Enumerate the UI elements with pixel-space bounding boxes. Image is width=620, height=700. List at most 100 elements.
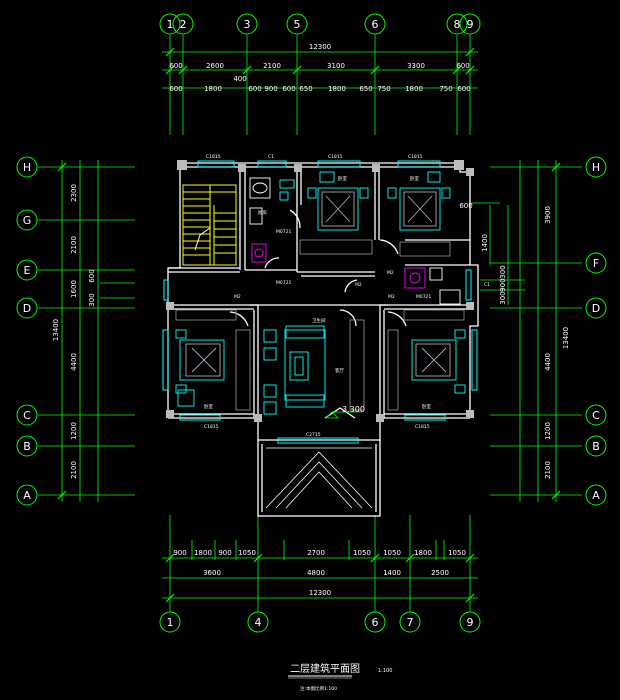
axis-label: 7 <box>407 616 414 629</box>
door-label: M2 <box>387 270 394 276</box>
dim: 650 <box>359 85 372 93</box>
axis-label: 5 <box>294 18 301 31</box>
room-labels: 卧室 卧室 卧室 卧室 厨房 客厅 卫生间 <box>204 175 431 410</box>
dimensions-left: 13400 2300 2100 1600 4400 1200 2100 600 … <box>52 184 96 479</box>
dimensions-bottom: 900 1800 900 1050 2700 1050 1050 1800 10… <box>173 549 466 597</box>
dim: 400 <box>233 75 246 83</box>
dim: 1800 <box>405 85 423 93</box>
axis-label: 6 <box>372 18 379 31</box>
dim: 3300 <box>407 62 425 70</box>
windows <box>162 160 478 444</box>
dim: 1050 <box>353 549 371 557</box>
dim: 3100 <box>327 62 345 70</box>
door-label: M0721 <box>416 294 431 300</box>
door-labels: M0721 M0721 M2 M2 M2 M0721 M2 <box>234 229 431 300</box>
room-label: 卫生间 <box>312 317 326 324</box>
axis-label: 2 <box>180 18 187 31</box>
axis-label: H <box>592 161 600 174</box>
dim: 4400 <box>70 353 78 371</box>
dim: 900 <box>264 85 277 93</box>
window-label: C2715 <box>306 432 321 438</box>
door-label: M2 <box>355 282 362 288</box>
dim: 600 <box>88 269 96 282</box>
dim: 600 <box>248 85 261 93</box>
window-label: C1815 <box>204 424 219 430</box>
dim: 750 <box>439 85 452 93</box>
dim: 2100 <box>70 461 78 479</box>
dim: 4400 <box>544 353 552 371</box>
dim: 1400 <box>481 234 489 252</box>
axis-label: 1 <box>167 616 174 629</box>
dim: 2300 <box>70 184 78 202</box>
dim: 1800 <box>194 549 212 557</box>
axis-label: C <box>592 409 600 422</box>
room-label: 厨房 <box>258 209 267 216</box>
dim: 2500 <box>431 569 449 577</box>
room-label: 卧室 <box>204 403 213 410</box>
axis-label: D <box>23 302 31 315</box>
axis-label: A <box>592 489 600 502</box>
dim: 1600 <box>70 280 78 298</box>
axis-label: 3 <box>244 18 251 31</box>
porch-roof <box>265 447 373 509</box>
door-label: M0721 <box>276 229 291 235</box>
dim: 900 <box>218 549 231 557</box>
dim: 4800 <box>307 569 325 577</box>
furniture <box>175 171 466 415</box>
axis-label: 8 <box>454 18 461 31</box>
axis-label: 9 <box>467 616 474 629</box>
window-label: C1815 <box>408 154 423 160</box>
room-label: 卧室 <box>410 175 419 182</box>
axis-label: A <box>23 489 31 502</box>
axis-label: 4 <box>255 616 262 629</box>
dim: 1800 <box>328 85 346 93</box>
dim: 2700 <box>307 549 325 557</box>
axis-bubbles-bottom: 1 4 6 7 9 <box>159 611 481 633</box>
dim: 900 <box>499 278 507 291</box>
dim: 300 <box>499 291 507 304</box>
dim: 600 <box>282 85 295 93</box>
dim: 1800 <box>414 549 432 557</box>
dim-total: 13400 <box>52 319 60 341</box>
dim: 1400 <box>383 569 401 577</box>
dim: 750 <box>377 85 390 93</box>
dim: 2100 <box>70 236 78 254</box>
dim: 600 <box>456 62 469 70</box>
axis-grid <box>38 35 582 612</box>
dim: 600 <box>169 62 182 70</box>
window-label: C1815 <box>328 154 343 160</box>
dim: 1050 <box>448 549 466 557</box>
title-block: 二层建筑平面图 1:100 注:本图比例1:100 <box>288 662 392 692</box>
axis-label: H <box>23 161 31 174</box>
axis-bubbles-left: H G E D C B A <box>16 156 38 506</box>
dim: 1200 <box>544 422 552 440</box>
door-label: M2 <box>388 294 395 300</box>
dimensions-right: 13400 3900 1400 4400 1200 2100 600 300 9… <box>459 202 570 479</box>
drawing-scale: 1:100 <box>378 668 392 674</box>
door-label: M0721 <box>276 280 291 286</box>
axis-label: 1 <box>167 18 174 31</box>
elevation-mark: 3.300 <box>325 405 365 419</box>
stair <box>182 184 237 266</box>
dim: 3900 <box>544 206 552 224</box>
dimensions-top: 12300 600 2600 2100 3100 3300 600 400 60… <box>169 43 470 93</box>
dim: 300 <box>499 265 507 278</box>
dim-total: 13400 <box>562 327 570 349</box>
door-label: M2 <box>234 294 241 300</box>
axis-label: D <box>592 302 600 315</box>
dim: 600 <box>457 85 470 93</box>
dim: 900 <box>173 549 186 557</box>
dim: 1050 <box>238 549 256 557</box>
dim: 3600 <box>203 569 221 577</box>
axis-label: B <box>592 440 600 453</box>
drawing-note: 注:本图比例1:100 <box>300 685 337 692</box>
axis-bubbles-top: 1 2 3 5 6 8 9 <box>159 13 481 35</box>
dim: 300 <box>88 293 96 306</box>
axis-label: B <box>23 440 31 453</box>
window-label: C1 <box>268 154 274 160</box>
elevation-value: 3.300 <box>342 405 365 414</box>
wall-columns <box>166 160 474 422</box>
dim: 2100 <box>544 461 552 479</box>
axis-bubbles-right: H F D C B A <box>585 156 607 506</box>
